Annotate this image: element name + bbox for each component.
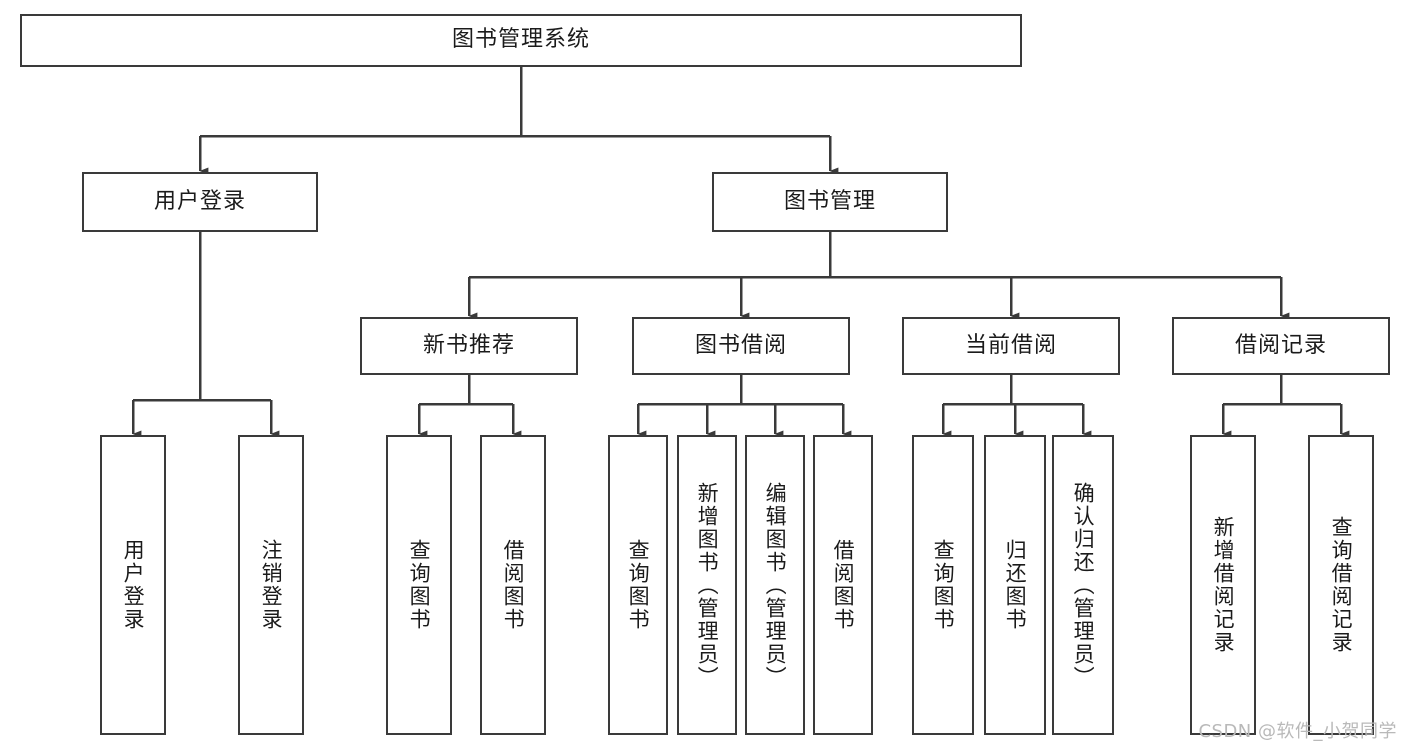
node-leaf-query-rec[interactable]: 查询借阅记录 (1308, 435, 1374, 735)
watermark: CSDN @软件_小贺同学 (1198, 721, 1397, 742)
node-root[interactable]: 图书管理系统 (20, 14, 1022, 67)
node-label: 图书借阅 (694, 332, 787, 358)
node-current[interactable]: 当前借阅 (902, 317, 1120, 375)
node-leaf-query-1[interactable]: 查询图书 (386, 435, 452, 735)
node-label: 用户登录 (153, 188, 246, 214)
node-leaf-return[interactable]: 归还图书 (984, 435, 1046, 735)
node-bookmgmt[interactable]: 图书管理 (712, 172, 948, 232)
node-label: 查询图书 (407, 539, 432, 631)
node-label: 当前借阅 (964, 332, 1057, 358)
node-label: 借阅图书 (501, 539, 526, 631)
node-leaf-login[interactable]: 用户登录 (100, 435, 166, 735)
node-label: 新增图书（管理员） (695, 481, 720, 689)
node-leaf-edit-book[interactable]: 编辑图书（管理员） (745, 435, 805, 735)
node-label: 查询借阅记录 (1329, 516, 1354, 654)
node-newrec[interactable]: 新书推荐 (360, 317, 578, 375)
node-leaf-borrow-1[interactable]: 借阅图书 (480, 435, 546, 735)
node-leaf-logout[interactable]: 注销登录 (238, 435, 304, 735)
node-label: 新书推荐 (422, 332, 515, 358)
node-label: 注销登录 (259, 539, 284, 631)
node-leaf-borrow-2[interactable]: 借阅图书 (813, 435, 873, 735)
node-leaf-query-2[interactable]: 查询图书 (608, 435, 668, 735)
node-borrow[interactable]: 图书借阅 (632, 317, 850, 375)
node-label: 借阅图书 (831, 539, 856, 631)
node-label: 新增借阅记录 (1211, 516, 1236, 654)
node-leaf-query-3[interactable]: 查询图书 (912, 435, 974, 735)
node-label: 归还图书 (1003, 539, 1028, 631)
node-label: 图书管理系统 (451, 27, 590, 53)
node-records[interactable]: 借阅记录 (1172, 317, 1390, 375)
node-label: 图书管理 (783, 188, 876, 214)
node-label: 借阅记录 (1234, 332, 1327, 358)
node-leaf-add-book[interactable]: 新增图书（管理员） (677, 435, 737, 735)
node-label: 查询图书 (931, 539, 956, 631)
node-leaf-add-rec[interactable]: 新增借阅记录 (1190, 435, 1256, 735)
node-label: 确认归还（管理员） (1071, 481, 1096, 689)
node-login[interactable]: 用户登录 (82, 172, 318, 232)
node-label: 编辑图书（管理员） (763, 481, 788, 689)
node-label: 查询图书 (626, 539, 651, 631)
node-label: 用户登录 (121, 539, 146, 631)
node-leaf-confirm[interactable]: 确认归还（管理员） (1052, 435, 1114, 735)
